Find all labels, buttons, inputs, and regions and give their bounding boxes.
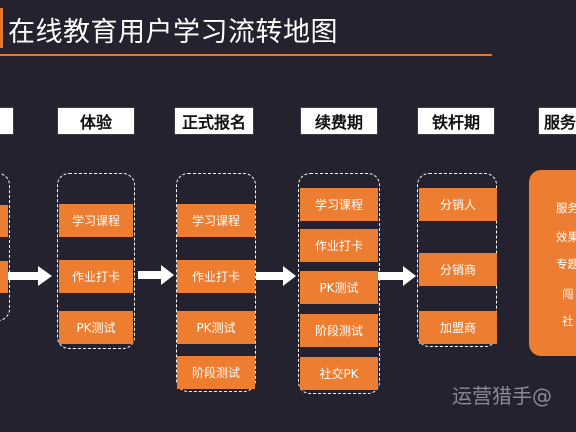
- service-item: 专题: [556, 257, 576, 271]
- item-box-offscreen: [0, 205, 8, 237]
- title-underline: [0, 54, 492, 56]
- stage-label-service: 服务: [538, 107, 576, 135]
- service-panel: [529, 170, 576, 356]
- item-renewal-social-pk: 社交PK: [300, 357, 378, 390]
- stage-label-trial: 体验: [57, 107, 135, 135]
- item-trial-study: 学习课程: [59, 204, 133, 237]
- stage-group-renewal: [298, 173, 380, 394]
- item-loyal-distributor: 分销人: [419, 188, 497, 221]
- flow-arrow-icon: [8, 266, 52, 286]
- item-renewal-pk: PK测试: [300, 271, 378, 304]
- flow-arrow-icon: [256, 266, 296, 286]
- service-item: 效果: [556, 230, 576, 244]
- stage-group-trial: [57, 173, 135, 349]
- item-enroll-pk: PK测试: [177, 311, 255, 344]
- item-enroll-study: 学习课程: [177, 204, 255, 237]
- item-trial-homework: 作业打卡: [59, 260, 133, 293]
- item-renewal-study: 学习课程: [300, 188, 378, 221]
- service-item: 社: [562, 314, 574, 328]
- service-item: 闯: [562, 287, 574, 301]
- service-item: 服务: [556, 201, 576, 215]
- stage-label-renewal: 续费期: [300, 107, 378, 135]
- item-loyal-dealer: 分销商: [419, 253, 497, 286]
- watermark: 运营猎手@: [452, 384, 552, 408]
- stage-group-offscreen: [0, 173, 10, 321]
- stage-label-offscreen: [0, 107, 14, 135]
- item-box-offscreen: [0, 261, 8, 293]
- stage-group-enroll: [176, 173, 256, 392]
- page-title: 在线教育用户学习流转地图: [8, 17, 338, 48]
- item-enroll-homework: 作业打卡: [177, 260, 255, 293]
- item-loyal-franchise: 加盟商: [419, 311, 497, 344]
- item-renewal-stage-test: 阶段测试: [300, 314, 378, 347]
- flow-arrow-icon: [378, 266, 416, 286]
- item-renewal-homework: 作业打卡: [300, 229, 378, 262]
- stage-label-loyal: 铁杆期: [417, 107, 495, 135]
- flow-arrow-icon: [138, 265, 174, 285]
- item-enroll-stage-test: 阶段测试: [177, 356, 255, 389]
- item-trial-pk: PK测试: [59, 311, 133, 344]
- title-accent-bar: [0, 8, 3, 48]
- stage-label-enroll: 正式报名: [174, 107, 254, 135]
